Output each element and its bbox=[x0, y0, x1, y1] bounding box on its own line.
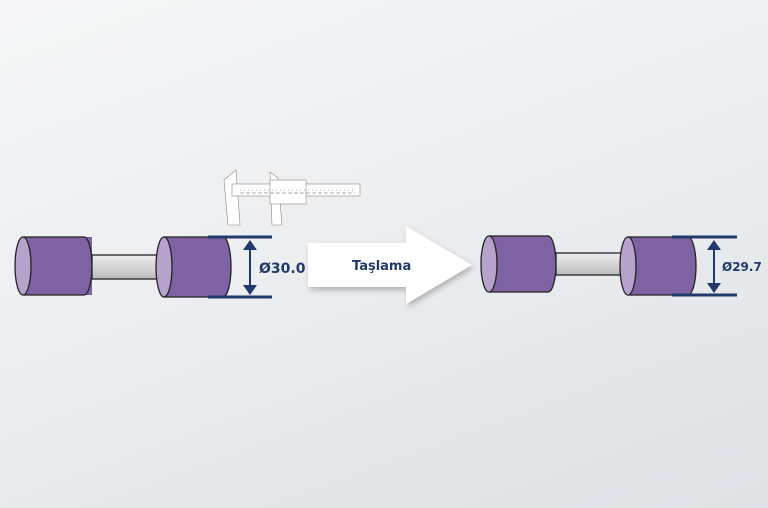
diameter-before-label: Ø30.0 bbox=[259, 261, 306, 277]
caliper-icon bbox=[223, 169, 361, 226]
process-label: Taşlama bbox=[352, 259, 411, 274]
diameter-after-label: Ø29.7 bbox=[722, 260, 762, 274]
process-arrow bbox=[308, 226, 472, 304]
workpiece-after bbox=[480, 235, 697, 296]
dimension-after bbox=[672, 235, 737, 297]
workpiece-before bbox=[14, 236, 232, 298]
dimension-before bbox=[208, 235, 272, 299]
